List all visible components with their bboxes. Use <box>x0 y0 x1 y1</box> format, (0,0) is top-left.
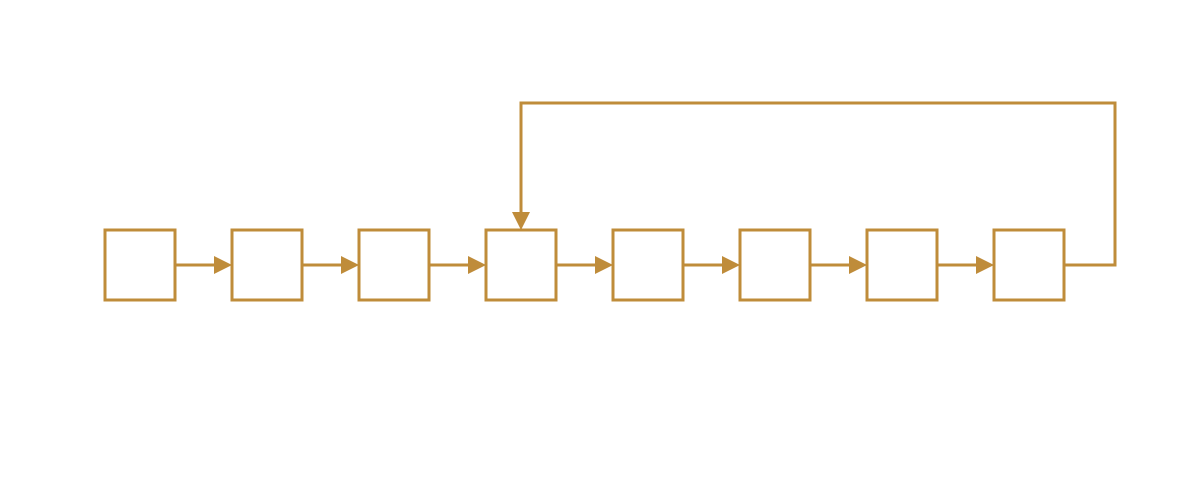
nodes-layer <box>103 228 1066 302</box>
edge-2-arrowhead <box>341 256 359 274</box>
edge-7-arrowhead <box>976 256 994 274</box>
edge-6-arrowhead <box>849 256 867 274</box>
edge-4-arrowhead <box>595 256 613 274</box>
list-node-1 <box>103 228 177 302</box>
list-node-5 <box>611 228 685 302</box>
list-node-3 <box>357 228 431 302</box>
list-node-7 <box>865 228 939 302</box>
list-node-2 <box>230 228 304 302</box>
cycle-edge-line <box>519 101 1117 267</box>
edge-3-arrowhead <box>468 256 486 274</box>
list-node-8 <box>992 228 1066 302</box>
edge-5-arrowhead <box>722 256 740 274</box>
list-node-6 <box>738 228 812 302</box>
edges-layer <box>175 256 994 274</box>
cycle-edge-arrowhead <box>512 212 530 230</box>
cycle-edge-layer <box>512 101 1117 267</box>
edge-1-arrowhead <box>214 256 232 274</box>
list-node-4 <box>484 228 558 302</box>
